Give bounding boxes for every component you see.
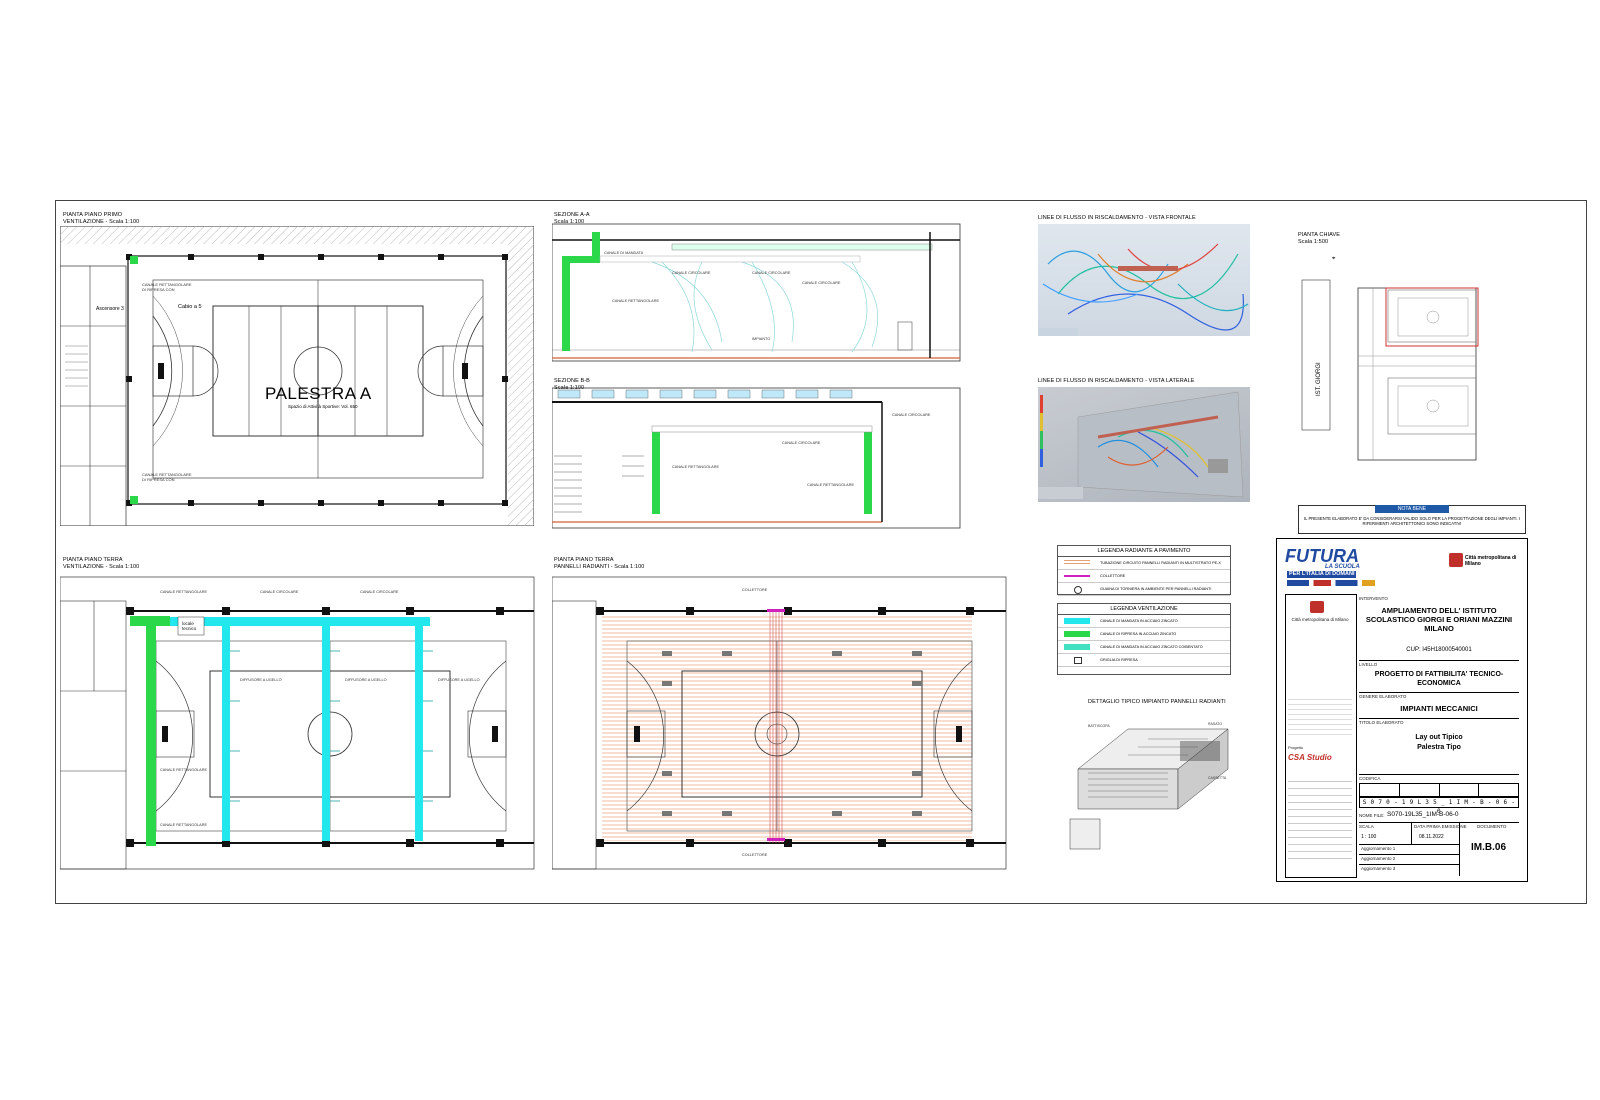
city-shield-icon: [1449, 553, 1463, 567]
legend-ventilazione: LEGENDA VENTILAZIONE CANALE DI MANDATA I…: [1057, 603, 1231, 675]
panel-title: DETTAGLIO TIPICO IMPIANTO PANNELLI RADIA…: [1088, 699, 1226, 705]
legend-item: CANALE DI MANDATA IN ACCIAIO ZINCATO COI…: [1058, 641, 1230, 654]
cup: CUP: I45H18000540001: [1406, 647, 1472, 653]
section-b-drawing: CANALE CIRCOLARE CANALE CIRCOLARE CANALE …: [552, 387, 961, 529]
svg-text:⌖: ⌖: [1332, 256, 1336, 262]
legend-item: TUBAZIONE CIRCUITO PANNELLI RADIANTI IN …: [1058, 557, 1230, 570]
panel-pianta-primo: PIANTA PIANO PRIMO VENTILAZIONE - Scala …: [60, 210, 535, 530]
panel-title: PIANTA PIANO TERRA PANNELLI RADIANTI - S…: [554, 557, 645, 570]
city-shield-icon: [1310, 601, 1324, 613]
legend-title: LEGENDA RADIANTE A PAVIMENTO: [1058, 546, 1230, 557]
city-name: Città metropolitana di Milano: [1465, 555, 1517, 567]
svg-text:CANALE CIRCOLARE: CANALE CIRCOLARE: [782, 441, 821, 445]
drawing-sheet: [55, 200, 1587, 904]
panel-sezione-a: SEZIONE A-A Scala 1:100 CANALE DI MANDAT…: [552, 210, 962, 365]
titolo-line-2: Palestra Tipo: [1417, 744, 1461, 751]
svg-text:CANALE RETTANGOLARE: CANALE RETTANGOLARE: [142, 472, 192, 477]
codice: S 0 7 0 - 1 9 L 3 5 _ 1 I M - B - 0 6 - …: [1359, 797, 1519, 815]
svg-text:DI RIPRESA CON: DI RIPRESA CON: [142, 477, 175, 482]
svg-text:CANALE DI MANDATA: CANALE DI MANDATA: [604, 251, 644, 255]
svg-text:CANALE CIRCOLARE: CANALE CIRCOLARE: [752, 271, 791, 275]
legend-item: CANALE DI MANDATA IN ACCIAIO ZINCATO: [1058, 615, 1230, 628]
panel-sezione-b: SEZIONE B-B Scala 1:100 CANALE CIRCOLARE…: [552, 376, 962, 531]
label-asc: Ascensore 3: [96, 306, 124, 312]
key-plan: IST. GIORGI ⌖: [1301, 256, 1479, 461]
svg-text:CANALE RETTANGOLARE: CANALE RETTANGOLARE: [160, 590, 207, 594]
futura-logo: FUTURA LA SCUOLA PER L'ITALIA DI DOMANI: [1285, 547, 1435, 587]
svg-text:DI RIPRESA CON: DI RIPRESA CON: [142, 287, 175, 292]
svg-text:BATTISCOPA: BATTISCOPA: [1088, 724, 1110, 728]
svg-text:CANALE RETTANGOLARE: CANALE RETTANGOLARE: [160, 768, 207, 772]
title-block: FUTURA LA SCUOLA PER L'ITALIA DI DOMANI …: [1276, 538, 1528, 882]
tech-room-label: locale tecnico: [182, 621, 197, 631]
nota-text: IL PRESENTE ELABORATO E' DA CONSIDERARSI…: [1303, 516, 1521, 527]
cfd-image-lat: [1038, 387, 1250, 502]
svg-text:DIFFUSORE A UGELLO: DIFFUSORE A UGELLO: [240, 678, 282, 682]
svg-text:DIFFUSORE A UGELLO: DIFFUSORE A UGELLO: [438, 678, 480, 682]
panel-terra-ventilazione: PIANTA PIANO TERRA VENTILAZIONE - Scala …: [60, 557, 537, 873]
floor-plan-terra-pann: COLLETTORE COLLETTORE: [552, 576, 1007, 870]
panel-title: PIANTA PIANO PRIMO VENTILAZIONE - Scala …: [63, 212, 140, 225]
panel-title: SEZIONE A-A Scala 1:100: [554, 212, 590, 225]
svg-text:CANALE RETTANGOLARE: CANALE RETTANGOLARE: [807, 483, 854, 487]
legend-title: LEGENDA VENTILAZIONE: [1058, 604, 1230, 615]
section-a-drawing: CANALE DI MANDATA CANALE CIRCOLARE CANALE…: [552, 223, 961, 362]
tb-left-column: Città metropolitana di Milano Progetto C…: [1285, 594, 1357, 878]
nome-file: S070-19L35_1IM-B-06-0: [1387, 811, 1459, 818]
legend-item: CANALE DI RIPRESA IN ACCIAIO ZINCATO: [1058, 628, 1230, 641]
panel-cfd-front: LINEE DI FLUSSO IN RISCALDAMENTO - VISTA…: [1038, 215, 1253, 340]
svg-text:CANALE RETTANGOLARE: CANALE RETTANGOLARE: [142, 282, 192, 287]
svg-text:CANALE CIRCOLARE: CANALE CIRCOLARE: [892, 413, 931, 417]
panel-dettaglio: DETTAGLIO TIPICO IMPIANTO PANNELLI RADIA…: [1068, 697, 1243, 852]
svg-text:CASSETTA: CASSETTA: [1208, 776, 1227, 780]
panel-cfd-lat: LINEE DI FLUSSO IN RISCALDAMENTO - VISTA…: [1038, 378, 1253, 508]
svg-text:CANALE CIRCOLARE: CANALE CIRCOLARE: [360, 590, 399, 594]
documento: IM.B.06: [1471, 842, 1507, 853]
data: 08.11.2022: [1419, 834, 1444, 840]
svg-text:CANALE CIRCOLARE: CANALE CIRCOLARE: [672, 271, 711, 275]
svg-text:RASATO: RASATO: [1208, 722, 1222, 726]
nota-title: NOTA BENE: [1375, 505, 1449, 513]
legend-item: COLLETTORE: [1058, 570, 1230, 583]
legend-item: GUAINA DI TORNIERA IN AMBIENTE PER PANNE…: [1058, 583, 1230, 596]
tb-right-column: INTERVENTO AMPLIAMENTO DELL' ISTITUTO SC…: [1359, 594, 1519, 876]
street-label: IST. GIORGI: [1316, 362, 1322, 396]
intervento: AMPLIAMENTO DELL' ISTITUTO SCOLASTICO GI…: [1365, 606, 1513, 633]
svg-text:IMPIANTO: IMPIANTO: [752, 337, 770, 341]
panel-title: LINEE DI FLUSSO IN RISCALDAMENTO - VISTA…: [1038, 215, 1196, 221]
svg-text:COLLETTORE: COLLETTORE: [742, 853, 768, 857]
svg-text:CANALE RETTANGOLARE: CANALE RETTANGOLARE: [672, 465, 719, 469]
cfd-image-front: [1038, 224, 1250, 336]
nota-bene: NOTA BENE IL PRESENTE ELABORATO E' DA CO…: [1298, 505, 1526, 534]
svg-text:CANALE CIRCOLARE: CANALE CIRCOLARE: [802, 281, 841, 285]
room-name: PALESTRA A: [265, 384, 372, 403]
scala: 1 : 100: [1361, 834, 1377, 840]
svg-text:COLLETTORE: COLLETTORE: [742, 588, 768, 592]
svg-text:DIFFUSORE A UGELLO: DIFFUSORE A UGELLO: [345, 678, 387, 682]
titolo-line-1: Lay out Tipico: [1415, 734, 1463, 741]
livello: PROGETTO DI FATTIBILITA' TECNICO-ECONOMI…: [1374, 671, 1504, 687]
panel-title: PIANTA CHIAVE Scala 1:500: [1298, 232, 1341, 245]
svg-text:CANALE RETTANGOLARE: CANALE RETTANGOLARE: [612, 299, 659, 303]
legend-item: GRIGLIA DI RIPRESA: [1058, 654, 1230, 667]
room-subtitle: Spazio di Attività Sportive: Vol. 650: [288, 404, 358, 409]
panel-pianta-chiave: PIANTA CHIAVE Scala 1:500 IST. GIORGI ⌖: [1298, 232, 1528, 461]
panel-title: LINEE DI FLUSSO IN RISCALDAMENTO - VISTA…: [1038, 378, 1195, 384]
label-cabin: Cabio a 5: [178, 304, 202, 310]
genere: IMPIANTI MECCANICI: [1400, 704, 1478, 713]
studio-name: CSA Studio: [1288, 753, 1332, 762]
panel-title: SEZIONE B-B Scala 1:100: [554, 378, 590, 391]
panel-title: PIANTA PIANO TERRA VENTILAZIONE - Scala …: [63, 557, 140, 570]
svg-text:CANALE RETTANGOLARE: CANALE RETTANGOLARE: [160, 823, 207, 827]
detail-drawing: BATTISCOPA RASATO CASSETTA: [1069, 722, 1229, 850]
svg-text:CANALE CIRCOLARE: CANALE CIRCOLARE: [260, 590, 299, 594]
floor-plan-terra-vent: CANALE RETTANGOLARE CANALE CIRCOLARE CANAL…: [60, 576, 535, 870]
legend-radiante: LEGENDA RADIANTE A PAVIMENTO TUBAZIONE C…: [1057, 545, 1231, 596]
panel-terra-pannelli: PIANTA PIANO TERRA PANNELLI RADIANTI - S…: [552, 557, 1008, 873]
